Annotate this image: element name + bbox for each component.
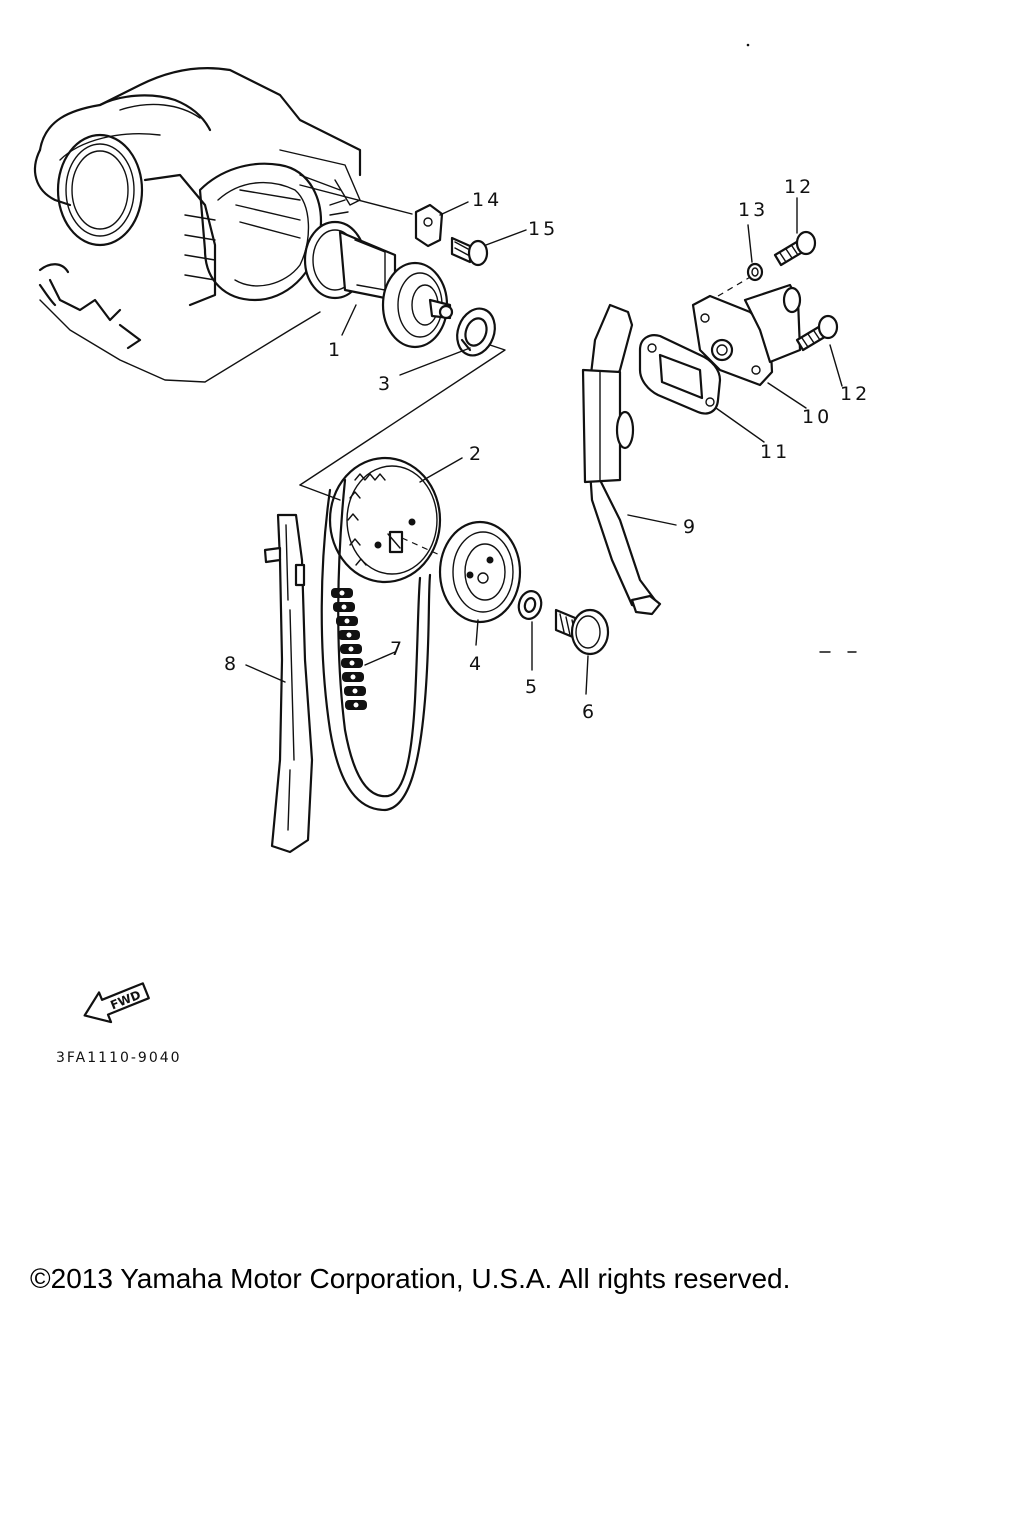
fwd-arrow-icon: FWD bbox=[83, 982, 150, 1024]
bolt-15 bbox=[450, 236, 489, 267]
callout-7: 7 bbox=[390, 638, 405, 660]
lock-ring bbox=[456, 307, 496, 357]
callout-15: 15 bbox=[528, 218, 558, 240]
chain-tensioner bbox=[691, 275, 802, 387]
cylinder-head bbox=[33, 67, 362, 383]
callout-6: 6 bbox=[582, 701, 597, 723]
callout-10: 10 bbox=[802, 406, 832, 428]
callout-14: 14 bbox=[472, 189, 502, 211]
chain-guide-9 bbox=[581, 303, 662, 616]
lock-washer-plate bbox=[299, 184, 444, 248]
copyright-notice: ©2013 Yamaha Motor Corporation, U.S.A. A… bbox=[30, 1263, 791, 1294]
callout-5: 5 bbox=[525, 676, 540, 698]
tensioner-gasket bbox=[638, 334, 722, 415]
callout-11: 11 bbox=[760, 441, 790, 463]
callout-labels: 1 2 3 4 5 6 7 8 9 10 11 12 12 13 14 15 bbox=[224, 176, 870, 723]
bolt-12-lower bbox=[795, 314, 839, 352]
cam-sprocket bbox=[328, 456, 442, 584]
callout-9: 9 bbox=[683, 516, 698, 538]
bolt-6 bbox=[554, 608, 610, 656]
callout-3: 3 bbox=[378, 373, 393, 395]
washer bbox=[517, 590, 543, 620]
diagram-code: 3FA1110-9040 bbox=[56, 1050, 182, 1066]
leader-lines bbox=[245, 197, 843, 695]
chain-guide-8 bbox=[263, 513, 314, 854]
callout-4: 4 bbox=[469, 653, 484, 675]
callout-12-lower: 12 bbox=[840, 383, 870, 405]
washer-13 bbox=[746, 262, 764, 282]
timing-chain bbox=[320, 478, 432, 812]
callout-13: 13 bbox=[738, 199, 768, 221]
camshaft bbox=[303, 220, 454, 349]
callout-2: 2 bbox=[469, 443, 484, 465]
decompressor-pulley bbox=[401, 520, 522, 624]
callout-8: 8 bbox=[224, 653, 239, 675]
bolt-12-upper bbox=[773, 230, 817, 267]
assembly-bracket-lines bbox=[299, 344, 506, 501]
callout-12-upper: 12 bbox=[784, 176, 814, 198]
callout-1: 1 bbox=[328, 339, 343, 361]
scan-marks bbox=[746, 43, 857, 653]
